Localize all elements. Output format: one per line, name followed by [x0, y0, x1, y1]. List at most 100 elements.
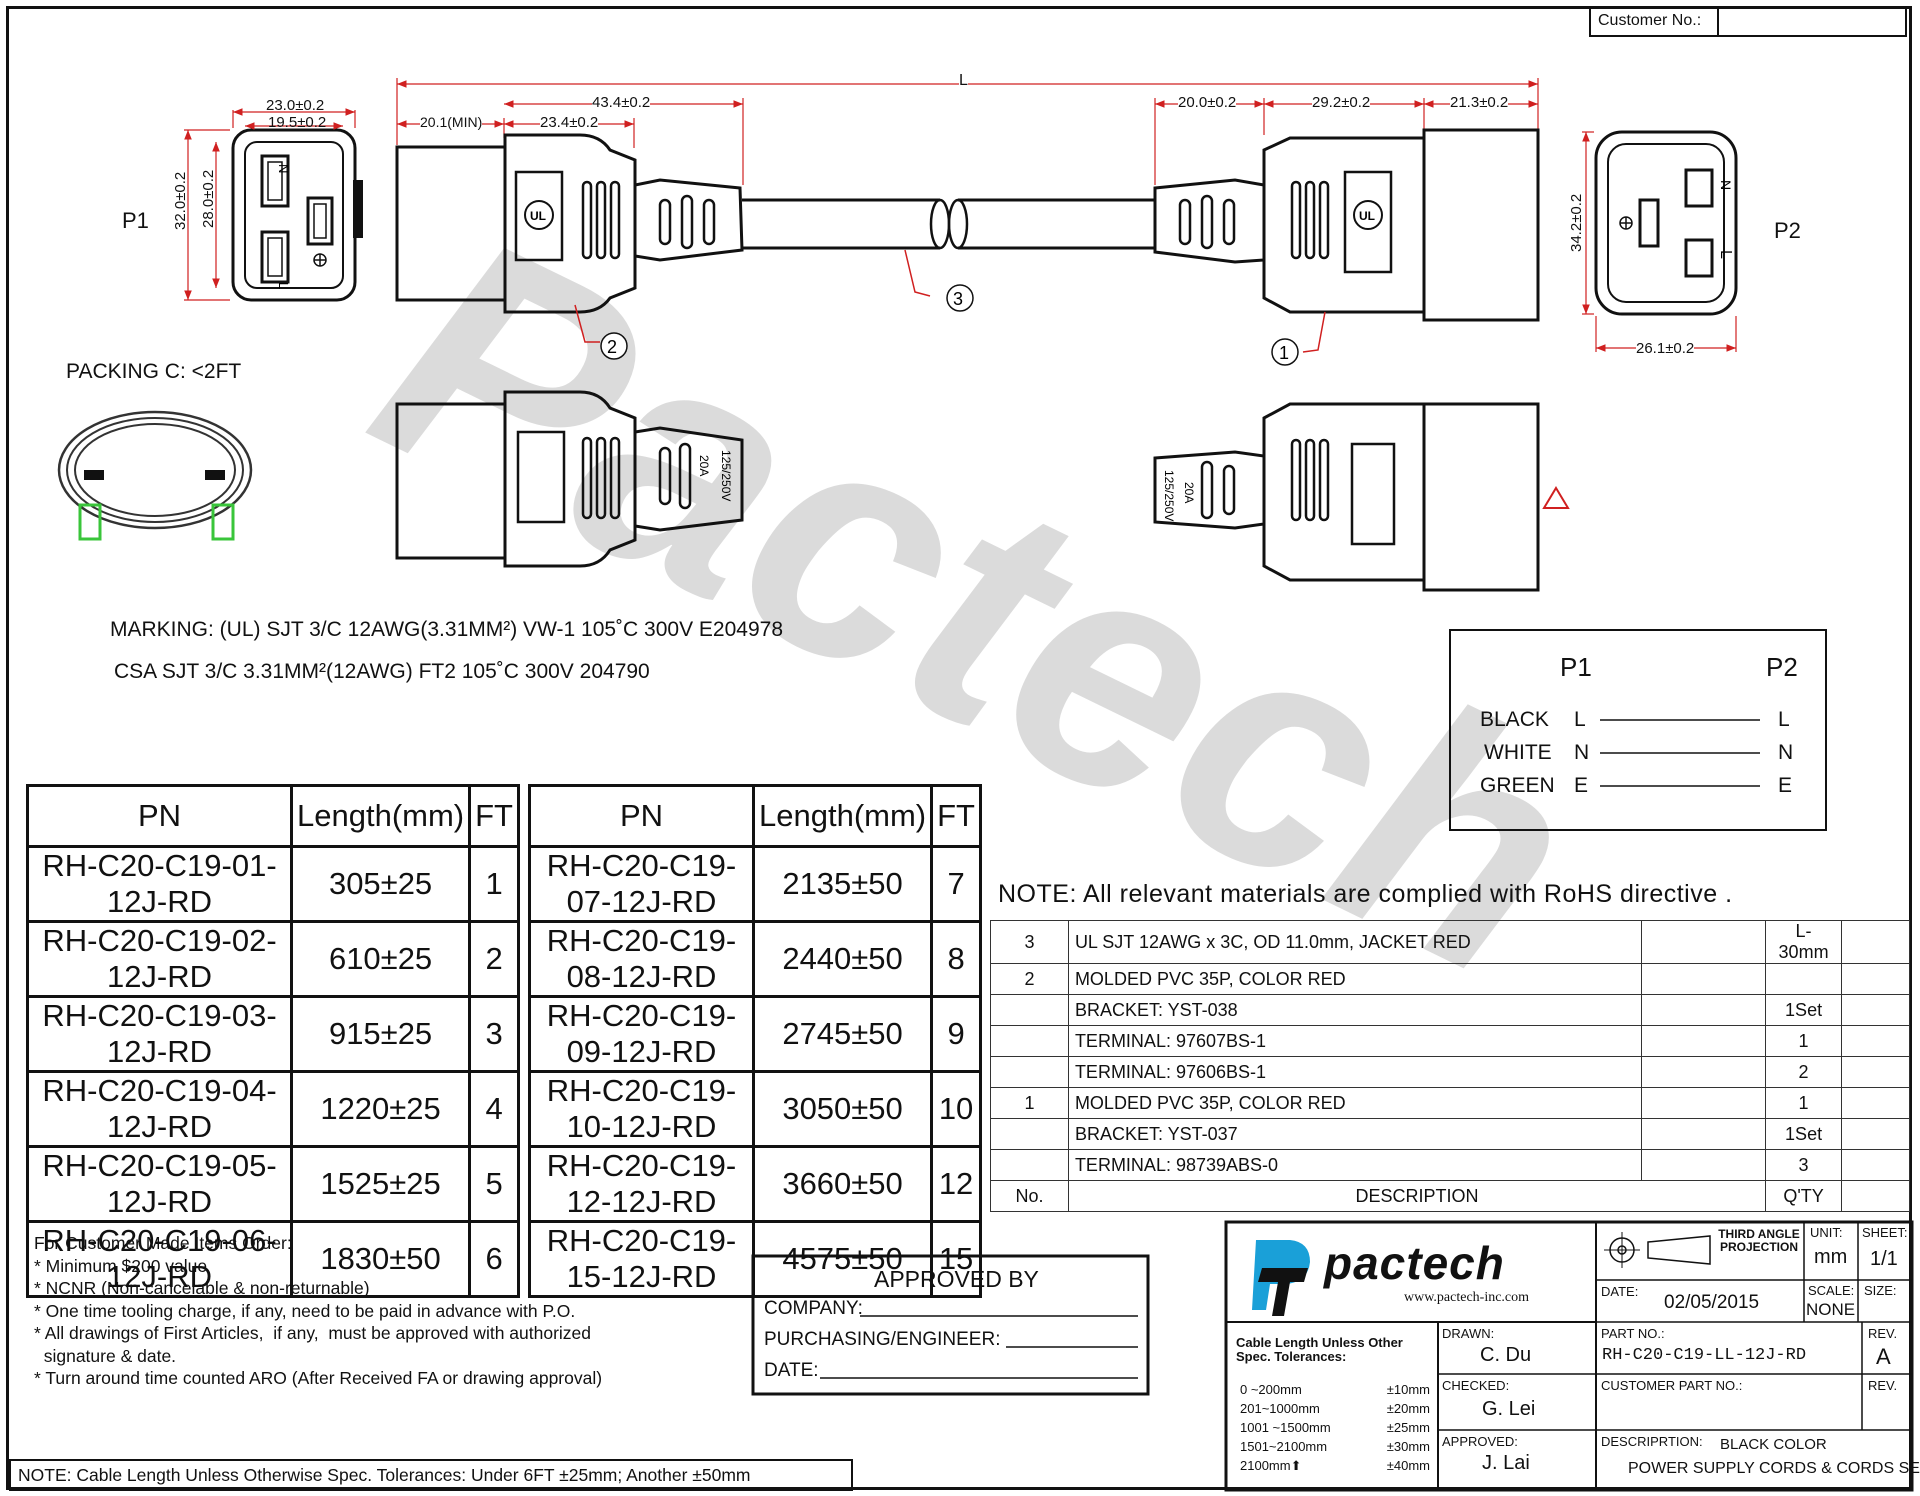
approved-date-label: DATE: [764, 1360, 819, 1381]
bom-footer-desc: DESCRIPTION [1067, 1180, 1767, 1212]
part-number-cell: RH-C20-C19-03-12J-RD [25, 995, 294, 1073]
part-number-cell: RH-C20-C19-08-12J-RD [527, 920, 756, 998]
wire-black-p1: L [1574, 708, 1586, 731]
bom-blank [1641, 1087, 1767, 1119]
ft-header: FT [468, 784, 520, 848]
rev-value: A [1876, 1344, 1891, 1369]
ft-cell: 1 [468, 845, 520, 923]
ft-cell: 10 [930, 1070, 982, 1148]
customer-note-line: * One time tooling charge, if any, need … [34, 1300, 576, 1321]
scale-label: SCALE: [1808, 1283, 1855, 1298]
color-value: BLACK COLOR [1720, 1436, 1827, 1453]
third-angle-projection-label: THIRD ANGLE PROJECTION [1718, 1227, 1800, 1254]
callout-2: 2 [607, 337, 617, 357]
bom-blank [1841, 963, 1910, 995]
ul-mark-left: UL [530, 209, 546, 223]
bom-blank [1641, 963, 1767, 995]
bottom-tolerance-note: NOTE: Cable Length Unless Otherwise Spec… [18, 1465, 751, 1485]
pactech-website: www.pactech-inc.com [1404, 1290, 1530, 1305]
dim-29-2: 29.2±0.2 [1312, 94, 1371, 111]
ft-cell: 6 [468, 1220, 520, 1298]
length-cell: 2440±50 [752, 920, 934, 998]
bom-description: BRACKET: YST-037 [1067, 1118, 1643, 1150]
pn-header: PN [527, 784, 756, 848]
bom-description: TERMINAL: 97607BS-1 [1067, 1025, 1643, 1057]
tolerance-range: 1501~2100mm [1240, 1439, 1328, 1454]
part-number-cell: RH-C20-C19-06-12J-RD [25, 1220, 294, 1298]
dim-20-1-min: 20.1(MIN) [420, 114, 483, 130]
bom-qty [1765, 963, 1843, 995]
ft-cell: 9 [930, 995, 982, 1073]
bom-blank [1641, 994, 1767, 1026]
bom-qty: 1Set [1765, 994, 1843, 1026]
tolerance-value: ±20mm [1386, 1401, 1430, 1416]
drawn-label: DRAWN: [1442, 1326, 1495, 1341]
length-cell: 4575±50 [752, 1220, 934, 1298]
bom-no: 2 [990, 963, 1069, 995]
rohs-note: NOTE: All relevant materials are complie… [998, 880, 1733, 908]
dim-p1-height-outer: 32.0±0.2 [172, 171, 189, 230]
tolerance-range: 0 ~200mm [1240, 1382, 1302, 1397]
bom-blank [1641, 920, 1767, 964]
tolerance-range: 2100mm⬆ [1240, 1458, 1302, 1473]
tolerance-row: 2100mm⬆±40mm [1240, 1458, 1430, 1477]
bom-no [990, 1118, 1069, 1150]
approved-label: APPROVED: [1442, 1434, 1518, 1449]
size-label: SIZE: [1864, 1283, 1897, 1298]
cable-side-view: UL UL 2 3 1 [395, 78, 1540, 366]
dim-23-4: 23.4±0.2 [540, 114, 599, 131]
pactech-logo-text: pactech [1324, 1237, 1505, 1289]
bom-description: TERMINAL: 98739ABS-0 [1067, 1149, 1643, 1181]
length-header: Length(mm) [290, 784, 472, 848]
marking-line-2: CSA SJT 3/C 3.31MM²(12AWG) FT2 105˚C 300… [114, 660, 650, 683]
p1-pin-l: L [276, 282, 291, 289]
ft-header: FT [930, 784, 982, 848]
tolerance-title: Cable Length Unless Other Spec. Toleranc… [1236, 1335, 1403, 1364]
length-cell: 3050±50 [752, 1070, 934, 1148]
bom-no [990, 1025, 1069, 1057]
p1-pin-n: N [276, 164, 291, 173]
bom-qty: L-30mm [1765, 920, 1843, 964]
wire-white-p1: N [1574, 741, 1590, 764]
bom-blank [1641, 1056, 1767, 1088]
scale-value: NONE [1806, 1300, 1856, 1319]
length-cell: 2745±50 [752, 995, 934, 1073]
customer-note-line: signature & date. [34, 1345, 177, 1366]
customer-note-line: * All drawings of First Articles, if any… [34, 1323, 592, 1343]
bom-blank [1841, 1087, 1910, 1119]
unit-value: mm [1814, 1246, 1848, 1268]
tolerance-value: ±25mm [1386, 1420, 1430, 1435]
drawing-frame [6, 6, 1912, 1490]
dim-p1-height-inner: 28.0±0.2 [200, 169, 217, 228]
part-number-cell: RH-C20-C19-12-12J-RD [527, 1145, 756, 1223]
bom-blank [1841, 1056, 1910, 1088]
p2-label: P2 [1774, 218, 1801, 243]
wire-black-p2: L [1778, 708, 1790, 731]
part-number-cell: RH-C20-C19-07-12J-RD [527, 845, 756, 923]
wire-color-white: WHITE [1484, 741, 1552, 764]
bom-footer-no: No. [990, 1180, 1069, 1212]
tolerance-range: 1001 ~1500mm [1240, 1420, 1331, 1435]
marking-line-1: MARKING: (UL) SJT 3/C 12AWG(3.31MM²) VW-… [110, 618, 784, 641]
part-number-cell: RH-C20-C19-05-12J-RD [25, 1145, 294, 1223]
bom-footer-qty: Q'TY [1765, 1180, 1843, 1212]
ft-cell: 8 [930, 920, 982, 998]
bom-qty: 1Set [1765, 1118, 1843, 1150]
bom-blank [1841, 1149, 1910, 1181]
part-number-cell: RH-C20-C19-15-12J-RD [527, 1220, 756, 1298]
length-cell: 1525±25 [290, 1145, 472, 1223]
bom-description: MOLDED PVC 35P, COLOR RED [1067, 1087, 1643, 1119]
dim-p2-height: 34.2±0.2 [1568, 193, 1585, 252]
ft-cell: 7 [930, 845, 982, 923]
tolerance-row: 0 ~200mm±10mm [1240, 1382, 1430, 1401]
